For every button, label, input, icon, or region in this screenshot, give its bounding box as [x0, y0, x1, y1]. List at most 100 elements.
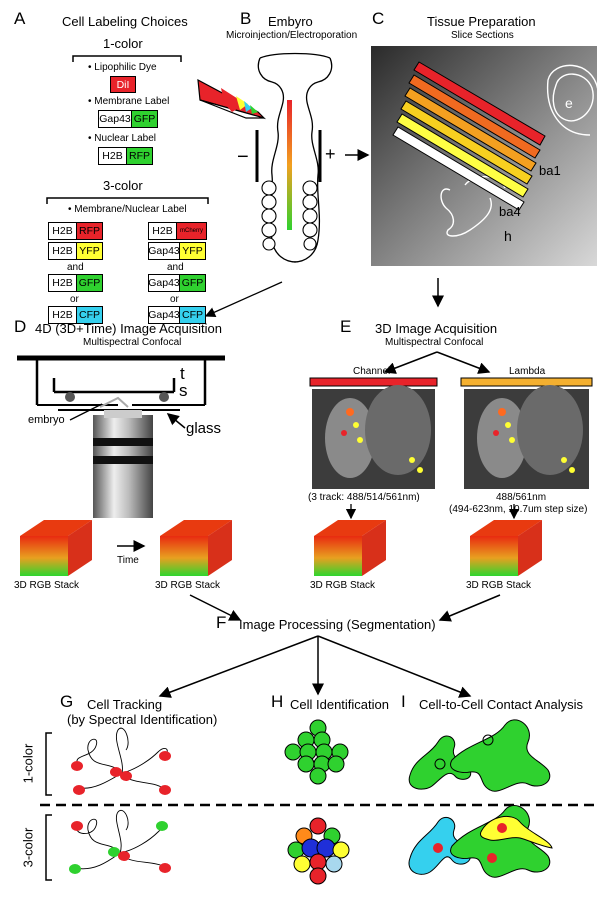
cells-1color: [71, 751, 171, 795]
label-t: t: [180, 364, 185, 383]
h2b-box: H2B: [48, 274, 77, 292]
panel-i-title: Cell-to-Cell Contact Analysis: [419, 697, 584, 712]
rfp-box: RFP: [77, 222, 103, 240]
h2b-mcherry-3c: H2B mCherry: [148, 222, 207, 240]
panel-g-title: Cell Tracking: [87, 697, 163, 712]
lambda-note-2: (494-623nm, 10.7um step size): [449, 504, 588, 515]
h2b-box: H2B: [48, 242, 77, 260]
panel-c-letter: C: [372, 9, 385, 28]
panel-f-letter: F: [216, 613, 227, 632]
rgb-stack-cube-e1: [314, 520, 386, 576]
one-color-heading: 1-color: [103, 36, 143, 51]
gap43-yfp-3c: Gap43 YFP: [148, 242, 206, 260]
cfp-box: CFP: [77, 306, 103, 324]
panel-e-letter: E: [340, 317, 352, 336]
panel-e-subtitle: Multispectral Confocal: [385, 337, 484, 348]
yfp-box: YFP: [180, 242, 206, 260]
objective-lens: [93, 410, 153, 518]
cell-cluster-3color: [287, 817, 350, 885]
panel-e-title: 3D Image Acquisition: [375, 321, 498, 336]
gfp-box: GFP: [132, 110, 158, 128]
pointer-embryo: [69, 403, 103, 421]
contact-cells-1color: [408, 719, 551, 792]
arrow-e-right: [436, 351, 491, 374]
h2b-yfp-3c: H2B YFP: [48, 242, 103, 260]
h2b-box: H2B: [148, 222, 177, 240]
stack-label-d1: 3D RGB Stack: [14, 580, 80, 591]
or-left: or: [70, 294, 79, 305]
rgb-stack-cube-e2: [470, 520, 542, 576]
three-color-heading: 3-color: [103, 178, 143, 193]
tracks-3color: [74, 809, 167, 870]
h2b-gfp-3c: H2B GFP: [48, 274, 103, 292]
rgb-stack-cube-d2: [160, 520, 232, 576]
h2b-rfp-3c: H2B RFP: [48, 222, 103, 240]
stack-label-d2: 3D RGB Stack: [155, 580, 221, 591]
h2b-rfp-pair: H2B RFP: [98, 147, 153, 165]
lipophilic-dye-label: • Lipophilic Dye: [88, 62, 157, 73]
label-embryo: embryo: [28, 414, 65, 426]
cell-cluster-1color: [284, 719, 349, 785]
label-ba1: ba1: [539, 163, 561, 178]
stage-diagram: [17, 355, 225, 411]
lambda-note-1: 488/561nm: [496, 492, 547, 503]
dil-box: DiI: [110, 76, 136, 93]
panel-g-letter: G: [60, 692, 74, 711]
tissue-outlines: [440, 64, 599, 237]
bracket-3color: [46, 197, 209, 204]
arrow-f-to-i: [317, 635, 472, 698]
injection-needle: [197, 78, 267, 120]
panel-g-subtitle: (by Spectral Identification): [67, 712, 218, 727]
panel-d-subtitle: Multispectral Confocal: [83, 337, 182, 348]
lambda-label: Lambda: [509, 366, 546, 377]
panel-f-title: Image Processing (Segmentation): [239, 617, 436, 632]
membrane-label-label: • Membrane Label: [88, 96, 170, 107]
minus-sign: −: [237, 146, 249, 168]
contact-nuclei-3color: [433, 823, 507, 863]
arrow-e-to-f: [438, 594, 501, 622]
nuclear-label-text: Nuclear Label: [94, 133, 156, 144]
membrane-nuclear-text: Membrane/Nuclear Label: [74, 204, 187, 215]
channel-note: (3 track: 488/514/561nm): [308, 492, 420, 503]
and-left: and: [67, 262, 84, 273]
cfp-box: CFP: [180, 306, 206, 324]
panel-h-title: Cell Identification: [290, 697, 389, 712]
arrow-b-to-d: [204, 281, 283, 318]
arrow-f-to-g: [158, 635, 319, 698]
label-ba4: ba4: [499, 204, 521, 219]
row-label-1color: 1-color: [20, 743, 36, 784]
panel-a-title: Cell Labeling Choices: [62, 14, 188, 29]
panel-b-letter: B: [240, 9, 252, 28]
channel-image: [312, 385, 435, 489]
cells-3color: [69, 821, 171, 874]
arrow-e-left: [383, 351, 438, 374]
lipophilic-dye-text: Lipophilic Dye: [94, 62, 157, 73]
membrane-nuclear-label: • Membrane/Nuclear Label: [68, 204, 187, 215]
stage-bead-right: [159, 392, 169, 402]
panel-d-title: 4D (3D+Time) Image Acquisition: [35, 321, 223, 336]
yfp-box: YFP: [77, 242, 103, 260]
gap43-box: Gap43: [98, 110, 132, 128]
panel-a-letter: A: [14, 9, 26, 28]
arrow-d-to-f: [189, 594, 242, 621]
lambda-image: [464, 385, 589, 489]
contact-nuclei-1color: [434, 734, 494, 770]
gfp-box: GFP: [77, 274, 103, 292]
pointer-glass: [166, 413, 186, 429]
section-slices: [392, 61, 546, 211]
panel-b-title: Embyro: [268, 14, 313, 29]
nuclear-label-label: • Nuclear Label: [88, 133, 156, 144]
contact-cells-3color: [408, 805, 553, 878]
plus-sign: +: [325, 144, 336, 164]
stage-bead-left: [65, 392, 75, 402]
gap43-box: Gap43: [148, 274, 180, 292]
mcherry-box: mCherry: [177, 222, 207, 240]
channel-bar: [309, 377, 438, 387]
h2b-box: H2B: [98, 147, 127, 165]
label-time: Time: [117, 555, 139, 566]
rfp-box: RFP: [127, 147, 153, 165]
gap43-box: Gap43: [148, 242, 180, 260]
and-right: and: [167, 262, 184, 273]
panel-i-letter: I: [401, 692, 406, 711]
